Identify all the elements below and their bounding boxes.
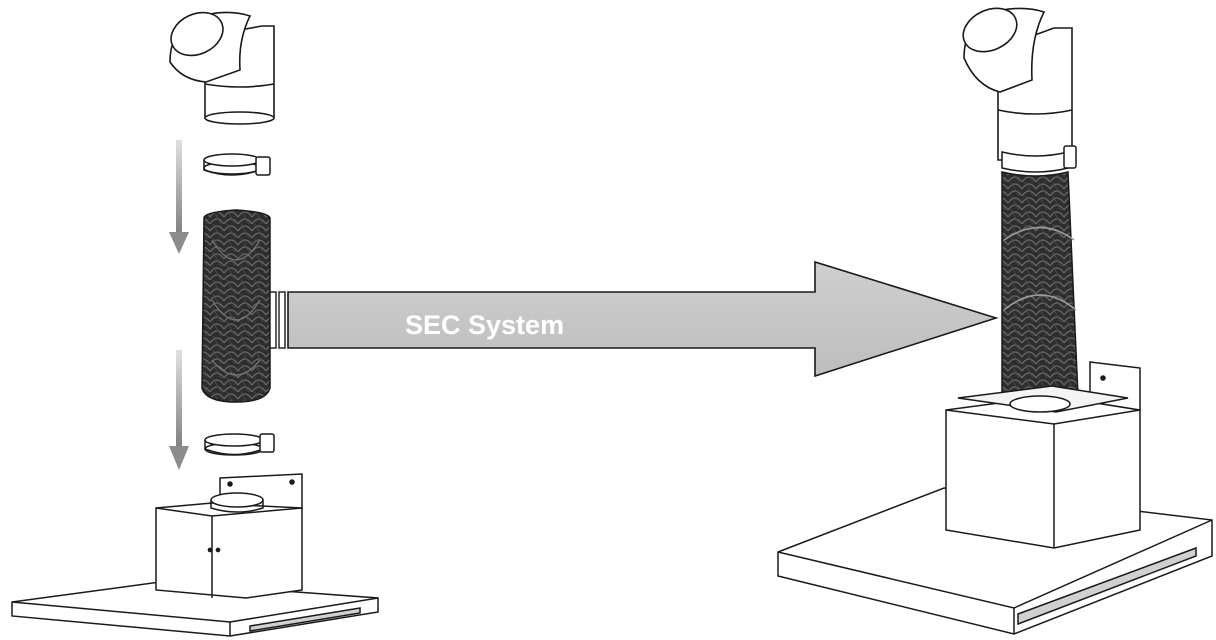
sec-system-arrow: SEC System [269,260,999,378]
elbow-pipe-icon [169,11,275,125]
assembled-assembly [777,7,1213,635]
hose-clamp-icon [204,433,275,456]
hose-clamp-icon [1001,145,1077,173]
arrow-label: SEC System [405,310,564,340]
filter-sleeve-icon [1001,171,1079,405]
hose-clamp-icon [203,153,271,176]
cooker-hood-icon [777,361,1213,635]
elbow-pipe-icon [962,7,1073,161]
filter-sleeve-icon [201,209,271,403]
cooker-hood-icon [11,473,379,637]
flow-arrow-bottom [169,350,189,470]
exploded-assembly [11,11,379,637]
flow-arrow-top [169,140,189,254]
